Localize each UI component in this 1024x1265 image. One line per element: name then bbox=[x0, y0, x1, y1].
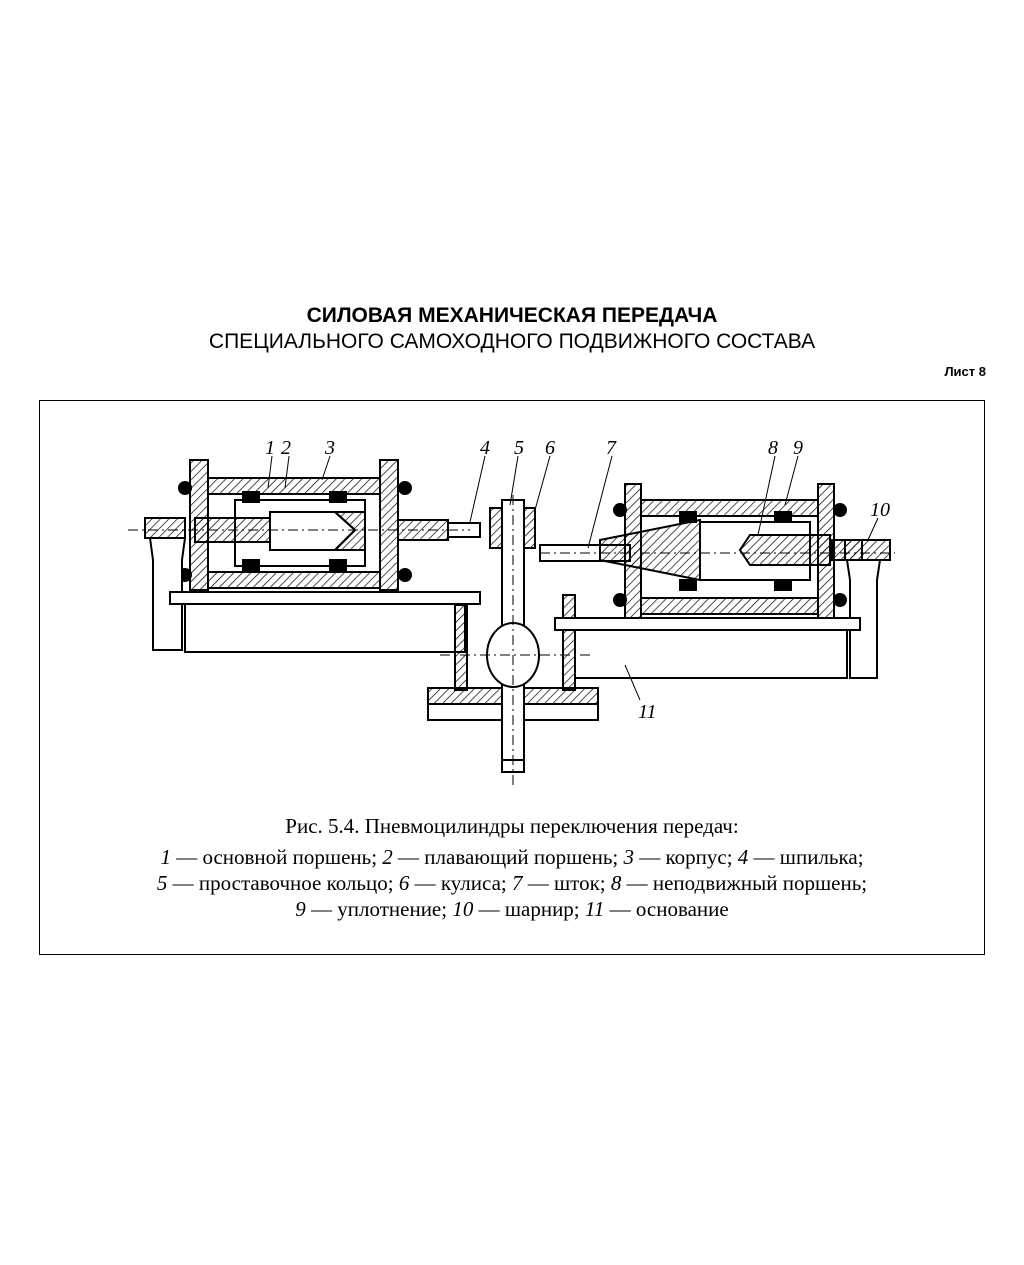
legend-line-1: 1 — основной поршень; 2 — плавающий порш… bbox=[0, 845, 1024, 870]
legend-text: — уплотнение; bbox=[305, 897, 453, 921]
legend-text: — плавающий поршень; bbox=[392, 845, 624, 869]
legend-line-2: 5 — проставочное кольцо; 6 — кулиса; 7 —… bbox=[0, 871, 1024, 896]
legend-text: — основание bbox=[604, 897, 729, 921]
page-title: СИЛОВАЯ МЕХАНИЧЕСКАЯ ПЕРЕДАЧА bbox=[306, 304, 718, 327]
legend-text: — корпус; bbox=[634, 845, 738, 869]
label-5: 5 bbox=[514, 437, 524, 459]
legend-num: 2 bbox=[382, 845, 393, 869]
legend-num: 7 bbox=[512, 871, 523, 895]
label-11: 11 bbox=[638, 701, 657, 723]
legend-num: 11 bbox=[584, 897, 605, 921]
label-4: 4 bbox=[480, 437, 490, 459]
label-2: 2 bbox=[281, 437, 291, 459]
figure-frame bbox=[39, 400, 985, 955]
legend-num: 5 bbox=[156, 871, 168, 895]
label-10: 10 bbox=[870, 499, 890, 521]
legend-num: 10 bbox=[452, 897, 474, 921]
legend-num: 3 bbox=[623, 845, 635, 869]
sheet-number: Лист 8 bbox=[944, 364, 986, 379]
right-cylinder bbox=[599, 483, 863, 619]
legend-line-3: 9 — уплотнение; 10 — шарнир; 11 — основа… bbox=[0, 897, 1024, 922]
legend-num: 4 bbox=[737, 845, 749, 869]
label-3: 3 bbox=[324, 437, 335, 459]
label-1: 1 bbox=[265, 437, 275, 459]
legend-text: — шпилька; bbox=[748, 845, 864, 869]
label-9: 9 bbox=[793, 437, 803, 459]
label-7: 7 bbox=[606, 437, 617, 459]
legend-num: 8 bbox=[610, 871, 622, 895]
legend-text: — проставочное кольцо; bbox=[167, 871, 399, 895]
legend-text: — неподвижный поршень; bbox=[621, 871, 868, 895]
legend-text: — кулиса; bbox=[409, 871, 512, 895]
page-subtitle: СПЕЦИАЛЬНОГО САМОХОДНОГО ПОДВИЖНОГО СОСТ… bbox=[208, 330, 816, 353]
legend-text: — шарнир; bbox=[473, 897, 585, 921]
label-6: 6 bbox=[545, 437, 555, 459]
legend-text: — основной поршень; bbox=[170, 845, 383, 869]
figure-caption-title: Рис. 5.4. Пневмоцилиндры переключения пе… bbox=[285, 814, 739, 838]
left-cylinder bbox=[178, 459, 449, 591]
legend-num: 1 bbox=[160, 845, 171, 869]
legend-num: 9 bbox=[295, 897, 306, 921]
legend-text: — шток; bbox=[522, 871, 611, 895]
legend-num: 6 bbox=[398, 871, 410, 895]
label-8: 8 bbox=[768, 437, 778, 459]
